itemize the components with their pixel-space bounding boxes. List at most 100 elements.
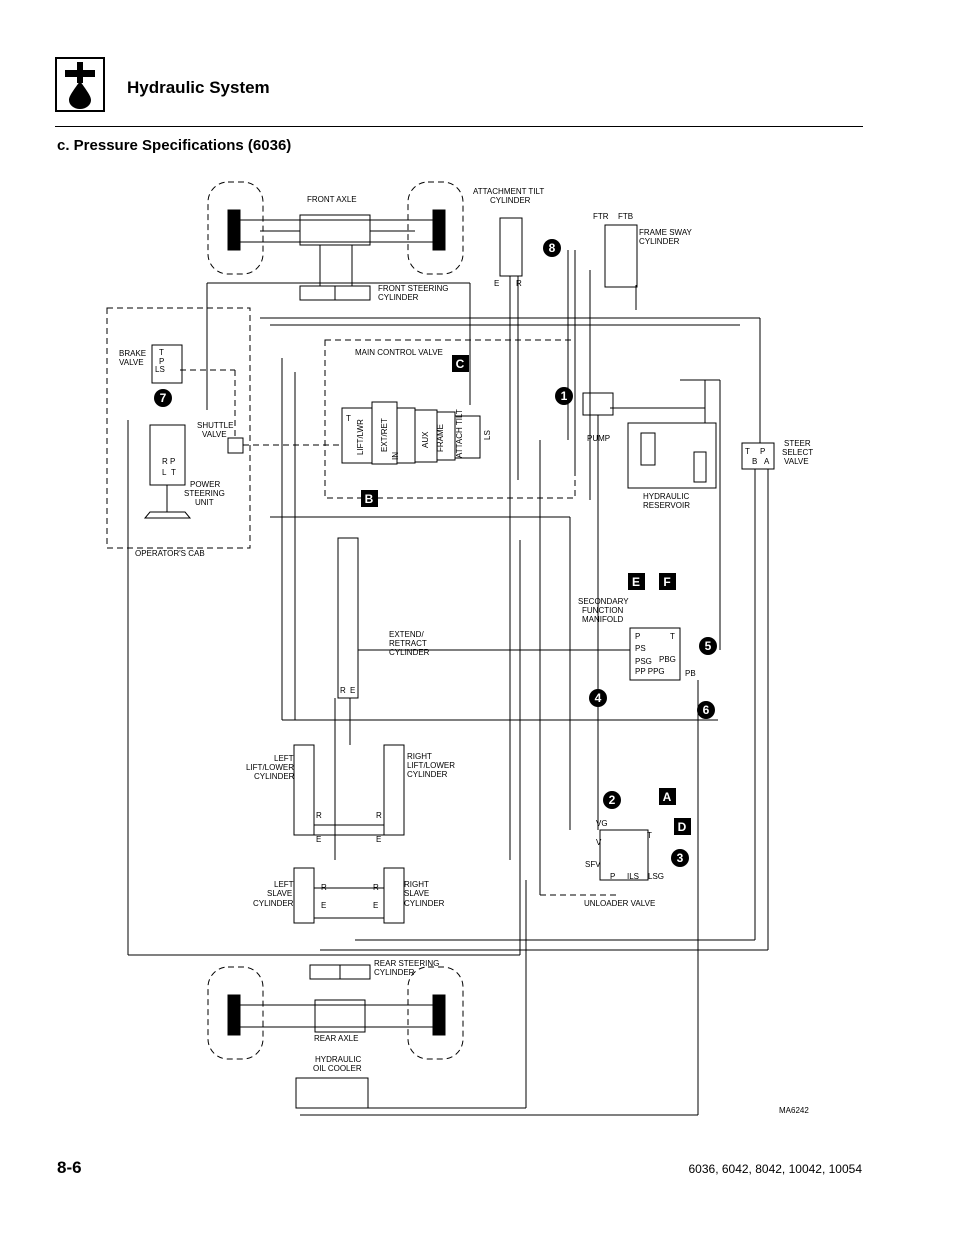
label-front-steering-1: FRONT STEERING bbox=[378, 284, 449, 293]
label-right-slave-3: CYLINDER bbox=[404, 899, 445, 908]
label-uv-lsg: LSG bbox=[648, 872, 664, 881]
label-mcv-in: IN bbox=[391, 452, 400, 460]
label-pump: PUMP bbox=[587, 434, 610, 443]
label-rear-steering-1: REAR STEERING bbox=[374, 959, 439, 968]
callout-a: A bbox=[663, 790, 672, 804]
label-power-steering-2: STEERING bbox=[184, 489, 225, 498]
label-lsc-r: R bbox=[321, 883, 327, 892]
label-shuttle-valve-1: SHUTTLE bbox=[197, 421, 233, 430]
front-axle bbox=[207, 181, 464, 275]
label-sfm-pp-ppg: PP PPG bbox=[635, 667, 665, 676]
callout-2: 2 bbox=[609, 793, 616, 807]
brake-valve bbox=[151, 344, 183, 384]
rear-steering-cylinder bbox=[309, 964, 371, 980]
label-front-axle: FRONT AXLE bbox=[307, 195, 357, 204]
callout-5: 5 bbox=[705, 639, 712, 653]
label-uv-t: T bbox=[647, 831, 652, 840]
label-right-lift-1: RIGHT bbox=[407, 752, 432, 761]
callout-c: C bbox=[456, 357, 465, 371]
label-uv-ils: ILS bbox=[627, 872, 639, 881]
unloader-valve bbox=[599, 829, 649, 881]
label-right-slave-1: RIGHT bbox=[404, 880, 429, 889]
label-steer-select-3: VALVE bbox=[784, 457, 809, 466]
steering-column bbox=[143, 485, 192, 519]
main-control-valve-boundary bbox=[324, 339, 576, 499]
label-secondary-3: MANIFOLD bbox=[582, 615, 624, 624]
label-steer-select-2: SELECT bbox=[782, 448, 813, 457]
label-steer-select-1: STEER bbox=[784, 439, 811, 448]
hydraulic-oil-cooler bbox=[295, 1077, 369, 1109]
label-erc-e: E bbox=[350, 686, 355, 695]
label-main-control-valve: MAIN CONTROL VALVE bbox=[355, 348, 443, 357]
label-psu-t: T bbox=[171, 468, 176, 477]
label-tilt-e: E bbox=[494, 279, 499, 288]
label-extend-2: RETRACT bbox=[389, 639, 427, 648]
label-rear-axle: REAR AXLE bbox=[314, 1034, 358, 1043]
label-extend-1: EXTEND/ bbox=[389, 630, 424, 639]
label-uv-v: V bbox=[596, 838, 602, 847]
power-steering-unit bbox=[149, 424, 186, 486]
label-ssv-b: B bbox=[752, 457, 757, 466]
right-slave-cylinder bbox=[383, 867, 405, 924]
rear-axle bbox=[207, 966, 464, 1060]
callout-f: F bbox=[663, 575, 670, 589]
callout-b: B bbox=[365, 492, 374, 506]
label-rlc-r: R bbox=[376, 811, 382, 820]
label-right-lift-3: CYLINDER bbox=[407, 770, 448, 779]
label-shuttle-valve-2: VALVE bbox=[202, 430, 227, 439]
label-uv-sfv: SFV bbox=[585, 860, 601, 869]
label-oil-cooler-1: HYDRAULIC bbox=[315, 1055, 361, 1064]
label-aux: AUX bbox=[421, 431, 430, 448]
label-operators-cab: OPERATOR'S CAB bbox=[135, 549, 205, 558]
label-ssv-p: P bbox=[760, 447, 765, 456]
label-brake-valve-2: VALVE bbox=[119, 358, 144, 367]
left-slave-cylinder bbox=[293, 867, 315, 924]
pump bbox=[582, 392, 614, 416]
extend-retract-cylinder bbox=[337, 537, 359, 699]
label-sfm-t: T bbox=[670, 632, 675, 641]
model-numbers: 6036, 6042, 8042, 10042, 10054 bbox=[688, 1162, 863, 1176]
label-brake-p: P bbox=[159, 357, 164, 366]
label-brake-ls: LS bbox=[155, 365, 165, 374]
label-mcv-t: T bbox=[346, 414, 351, 423]
callout-8: 8 bbox=[549, 241, 556, 255]
steer-select-valve bbox=[741, 442, 775, 470]
right-lift-lower-cylinder bbox=[383, 744, 405, 836]
attachment-tilt-cylinder bbox=[499, 217, 523, 277]
label-psu-p: P bbox=[170, 457, 175, 466]
page-header-title: Hydraulic System bbox=[127, 78, 270, 97]
hydraulic-drop-icon bbox=[55, 57, 105, 112]
label-power-steering-3: UNIT bbox=[195, 498, 214, 507]
label-brake-valve-1: BRAKE bbox=[119, 349, 146, 358]
label-left-slave-3: CYLINDER bbox=[253, 899, 294, 908]
label-attachment-tilt-1: ATTACHMENT TILT bbox=[473, 187, 544, 196]
secondary-function-manifold bbox=[629, 627, 681, 681]
label-psu-l: L bbox=[162, 468, 167, 477]
label-secondary-2: FUNCTION bbox=[582, 606, 624, 615]
callout-1: 1 bbox=[561, 389, 568, 403]
callout-6: 6 bbox=[703, 703, 710, 717]
label-right-slave-2: SLAVE bbox=[404, 889, 429, 898]
label-tilt-r: R bbox=[516, 279, 522, 288]
label-rlc-e: E bbox=[376, 835, 381, 844]
hydraulic-lines bbox=[127, 245, 769, 1116]
header-divider bbox=[55, 126, 863, 127]
label-left-lift-2: LIFT/LOWER bbox=[246, 763, 294, 772]
label-sfm-ps: PS bbox=[635, 644, 646, 653]
front-steering-cylinder bbox=[299, 285, 371, 301]
label-uv-p: P bbox=[610, 872, 615, 881]
label-frame-sway-1: FRAME SWAY bbox=[639, 228, 693, 237]
label-secondary-1: SECONDARY bbox=[578, 597, 629, 606]
label-power-steering-1: POWER bbox=[190, 480, 220, 489]
label-sfm-psg: PSG bbox=[635, 657, 652, 666]
label-sfm-pbg: PBG bbox=[659, 655, 676, 664]
label-rsc-r: R bbox=[373, 883, 379, 892]
label-ftb: FTB bbox=[618, 212, 633, 221]
label-unloader-valve: UNLOADER VALVE bbox=[584, 899, 655, 908]
label-psu-r: R bbox=[162, 457, 168, 466]
operators-cab-boundary bbox=[106, 307, 251, 549]
frame-sway-cylinder bbox=[604, 224, 638, 288]
label-oil-cooler-2: OIL COOLER bbox=[313, 1064, 362, 1073]
label-front-steering-2: CYLINDER bbox=[378, 293, 419, 302]
label-attachment-tilt-2: CYLINDER bbox=[490, 196, 531, 205]
